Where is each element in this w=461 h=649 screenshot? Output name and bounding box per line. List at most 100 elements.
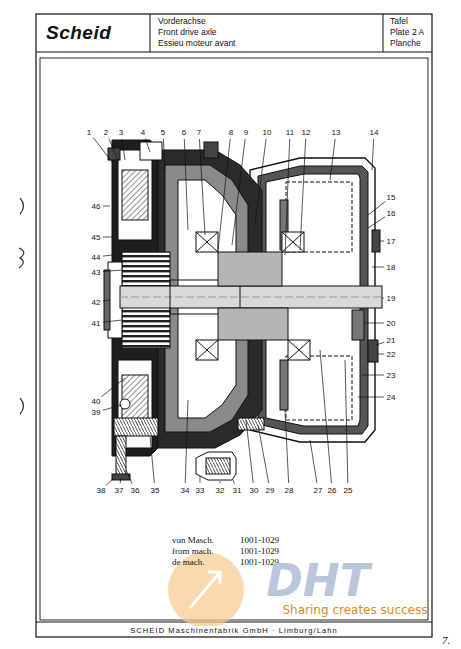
brand-logo: Scheid [46,22,111,44]
watermark-circle [168,552,244,628]
callout-number: 5 [160,128,166,137]
callout-number: 35 [150,486,161,495]
callout-number: 2 [103,128,109,137]
leader-line [345,360,348,483]
leader-line [246,420,253,483]
leader-line [103,237,114,238]
leader-line [382,298,384,299]
plate-field: Planche [390,38,421,48]
plate-title: Front drive axle [158,27,217,37]
axle-section [104,140,382,480]
leader-line [378,354,384,355]
leader-line [103,300,110,301]
leader-line [364,323,384,324]
leader-line [320,350,331,483]
callout-number: 41 [91,319,102,328]
callout-number: 38 [96,486,107,495]
plate-field: Plate [390,27,409,37]
leader-line [368,201,385,215]
machine-range: de mach. [172,557,204,567]
callout-number: 9 [243,128,249,137]
callout-number: 42 [91,298,102,307]
leader-line [372,267,384,268]
leader-line [122,139,125,160]
frame [36,14,432,637]
machine-range: von Masch. [172,535,214,545]
watermark: DHT [266,555,369,606]
callout-number: 31 [232,486,243,495]
callout-number: 20 [386,319,397,328]
leader-line [103,405,122,410]
page-mark: 7. [442,634,450,646]
leader-line [218,139,230,250]
callout-number: 43 [91,268,102,277]
leader-line [233,480,234,484]
watermark-arrow [190,572,220,608]
callout-number: 17 [386,237,397,246]
callout-number: 27 [313,486,324,495]
plate-number: 2 A [412,27,424,37]
callout-number: 21 [386,336,397,345]
plate-title: Vorderachse [158,16,206,26]
leader-line [330,139,335,180]
leader-line [362,375,384,376]
leader-line [103,320,122,322]
margin-mark [19,198,24,414]
leader-line [285,410,289,483]
callout-number: 26 [327,486,338,495]
leader-line [255,139,266,225]
leader-line [103,255,112,256]
callout-number: 28 [284,486,295,495]
leader-line [93,138,112,162]
leader-line [200,476,201,483]
plate-field: Tafel [390,16,408,26]
leader-line [184,139,188,230]
callout-number: 12 [301,128,312,137]
leader-line [310,440,317,483]
callout-number: 8 [228,128,234,137]
callout-number: 44 [91,253,102,262]
watermark: Sharing creates success [283,603,428,617]
callout-number: 19 [386,294,397,303]
maker-footer: SCHEID Maschinenfabrik GmbH · Limburg/La… [128,626,340,635]
leader-line [163,139,165,170]
callout-number: 6 [181,128,187,137]
leader-line [103,206,110,207]
callout-number: 15 [386,193,397,202]
callout-number: 24 [386,393,397,402]
leader-line [150,436,154,483]
leader-line [103,270,122,271]
callout-number: 22 [386,350,397,359]
callout-number: 3 [118,128,124,137]
callout-number: 10 [262,128,273,137]
leader-line [109,138,118,160]
leader-line [220,481,221,483]
callout-number: 11 [285,128,295,137]
callout-number: 23 [386,371,397,380]
leader-line [145,139,150,152]
leader-line [199,139,205,235]
leader-line [372,139,374,170]
machine-range: from mach. [172,546,213,556]
leader-line [232,139,245,245]
callout-number: 16 [386,209,397,218]
callout-number: 4 [140,128,146,137]
callout-number: 32 [215,486,226,495]
leader-line [185,400,188,483]
callout-number: 45 [91,233,102,242]
callout-number: 1 [86,128,92,137]
callout-number: 34 [180,486,191,495]
plate-title: Essieu moteur avant [158,38,235,48]
leader-line [368,217,385,228]
leader-line [376,342,384,345]
leader-lines [93,138,385,486]
leader-line [120,478,122,483]
leader-line [358,397,384,398]
callout-number: 14 [369,128,380,137]
callout-number: 7 [196,128,202,137]
leader-line [258,425,269,483]
callout-number: 36 [130,486,141,495]
leader-line [126,470,132,484]
leader-line [380,241,384,242]
machine-range: 1001-1029 [240,535,279,545]
